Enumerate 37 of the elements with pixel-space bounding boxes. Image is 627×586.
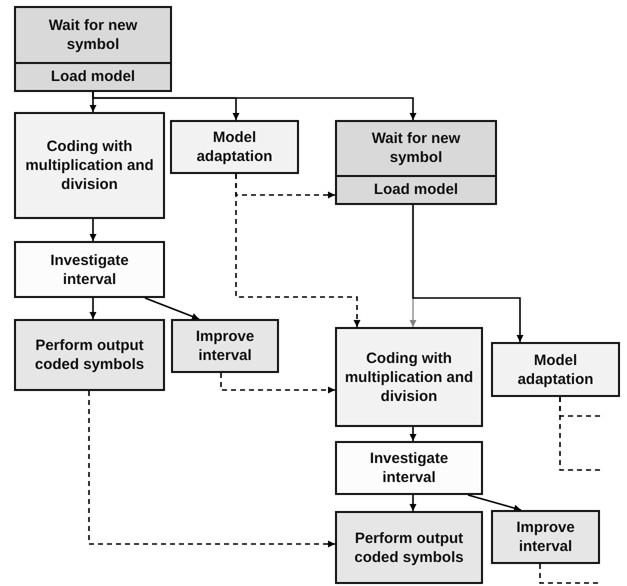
arrow xyxy=(90,298,96,319)
arrow xyxy=(468,494,522,512)
process-box xyxy=(491,510,600,564)
arrow xyxy=(92,92,416,120)
arrow xyxy=(410,427,416,441)
process-box xyxy=(171,319,279,373)
process-box xyxy=(14,241,165,298)
box-label: Perform output coded symbols xyxy=(354,528,464,566)
box-label: Investigate interval xyxy=(49,250,130,288)
arrow xyxy=(144,297,200,320)
box-label: Load model xyxy=(50,67,136,86)
process-box xyxy=(14,6,172,92)
arrow xyxy=(412,205,524,342)
arrow xyxy=(88,391,335,548)
box-label: Improve interval xyxy=(515,518,576,556)
process-box xyxy=(14,112,165,219)
box-label: Model adaptation xyxy=(516,350,594,388)
arrow xyxy=(235,174,360,327)
box-label: Wait for new symbol xyxy=(48,16,138,54)
arrow xyxy=(410,495,416,511)
process-box xyxy=(335,120,497,205)
process-box xyxy=(491,342,620,397)
box-label: Coding with multiplication and division xyxy=(24,137,154,194)
process-box xyxy=(170,120,299,174)
box-label: Wait for new symbol xyxy=(370,129,462,168)
box-label: Investigate interval xyxy=(368,449,450,487)
box-label: Model adaptation xyxy=(196,128,274,166)
arrow xyxy=(90,219,96,241)
process-box xyxy=(14,319,165,391)
box-label: Coding with multiplication and division xyxy=(344,348,474,406)
process-box xyxy=(335,441,483,495)
process-box xyxy=(335,511,483,584)
box-label: Improve interval xyxy=(194,327,256,365)
process-box xyxy=(335,327,483,427)
arrow xyxy=(220,373,335,394)
box-label: Load model xyxy=(374,180,458,200)
box-label: Perform output coded symbols xyxy=(34,336,144,374)
